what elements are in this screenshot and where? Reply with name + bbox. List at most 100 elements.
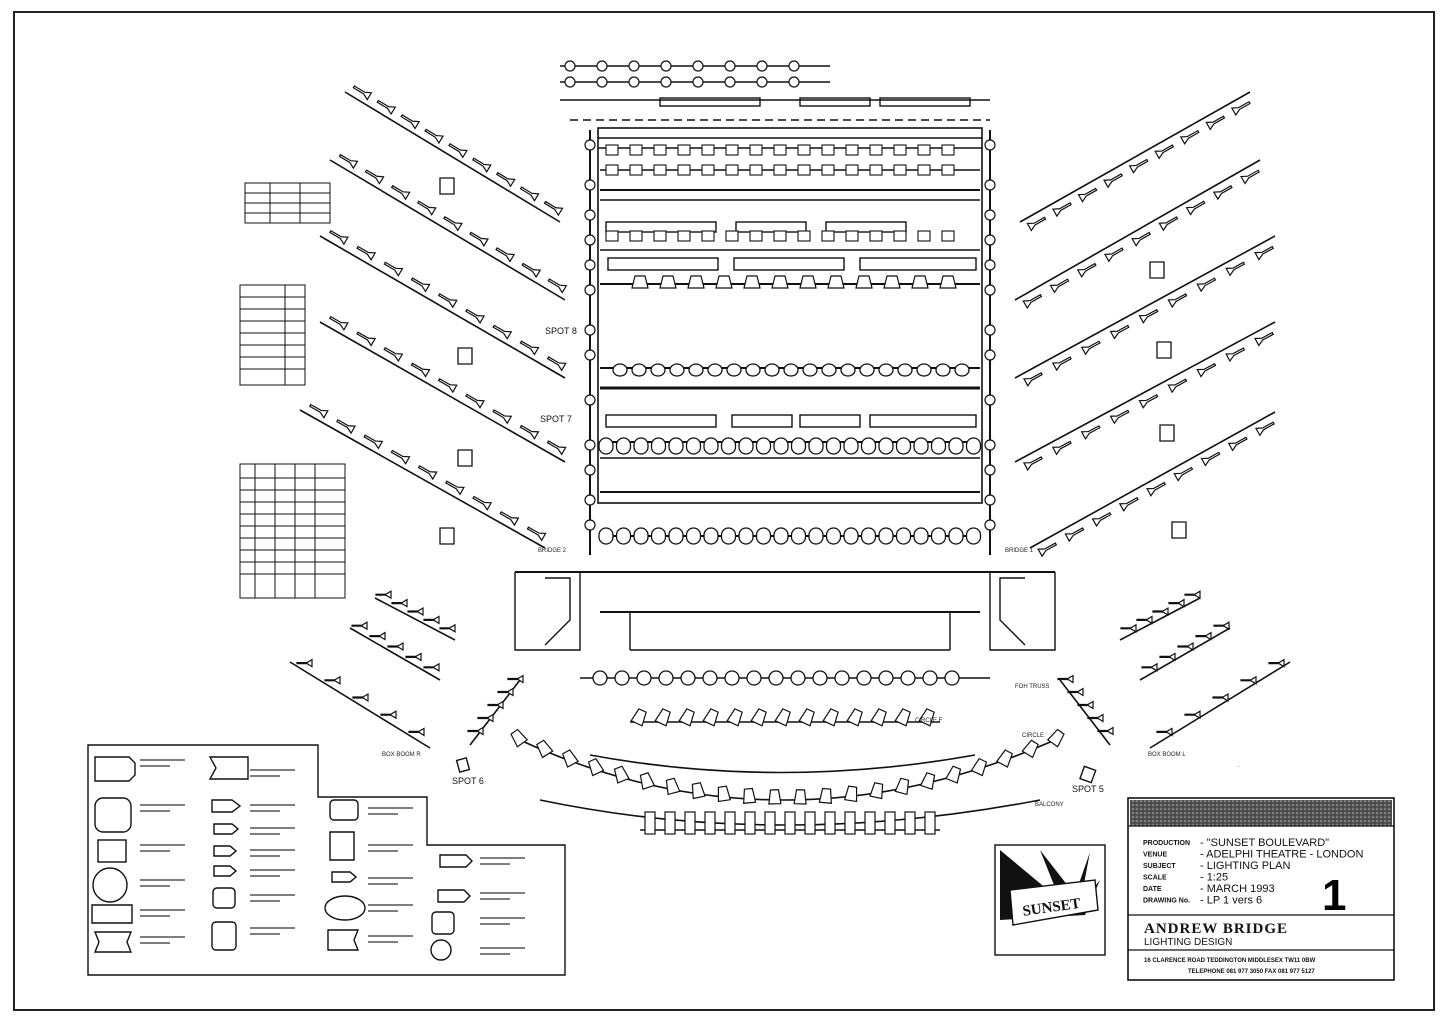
boom-lamp [1026, 216, 1047, 232]
stage-lamp [738, 437, 754, 455]
boom-lamp [1037, 542, 1058, 558]
stage-lamp [677, 230, 691, 242]
boom-lamp [984, 259, 996, 271]
stage-lamp [743, 275, 761, 289]
boom-lamp [499, 511, 520, 527]
foh-lamp [1046, 728, 1065, 748]
slot-lamp [1077, 700, 1094, 710]
stage-lamp [773, 144, 787, 156]
stage-lamp [598, 527, 614, 545]
stage-lamp [715, 275, 733, 289]
foh-lamp [768, 670, 784, 686]
designer-name: ANDREW BRIDGE [1144, 921, 1288, 937]
boom-lamp [584, 439, 596, 451]
title-block-value: - "SUNSET BOULEVARD" [1200, 837, 1329, 849]
boom-lamp [584, 464, 596, 476]
slot-lamp [296, 658, 313, 668]
stage-lamp [615, 527, 632, 545]
stage-lamp [720, 437, 737, 455]
stage-lamp [895, 527, 912, 545]
title-block-label: SUBJECT [1143, 863, 1176, 870]
stage-lamp [726, 363, 742, 377]
foh-lamp [970, 757, 988, 777]
boom-lamp [1080, 425, 1101, 440]
foh-lamp [924, 811, 936, 835]
stage-lamp [677, 144, 691, 156]
boom-lamp [1225, 261, 1246, 277]
top-lamp [596, 76, 608, 88]
stage-lamp [629, 164, 643, 176]
boom-lamp [308, 403, 329, 419]
top-lamp [596, 60, 608, 72]
foh-lamp [793, 789, 807, 805]
boom-lamp [984, 439, 996, 451]
boom-lamp [1109, 409, 1130, 425]
stage-lamp [725, 144, 739, 156]
top-lamp [628, 76, 640, 88]
title-block-label: SCALE [1143, 875, 1167, 882]
circle-label: CIRCLE [1022, 733, 1044, 739]
boom-lamp [390, 449, 411, 465]
boom-lamp [383, 261, 404, 277]
boom-lamp [984, 519, 996, 531]
stage-lamp [893, 164, 907, 176]
stage-lamp [821, 363, 837, 377]
boom-lamp [1240, 169, 1260, 185]
boom-lamp [1146, 481, 1167, 497]
boom-lamp [984, 494, 996, 506]
stage-lamp [797, 164, 811, 176]
foh-lamp [818, 787, 832, 804]
foh-lamp [764, 811, 776, 835]
boom-lamp [328, 315, 349, 332]
stage-lamp [808, 437, 824, 455]
foh-lamp [784, 811, 796, 835]
stage-lamp [773, 437, 789, 455]
stage-lamp [615, 437, 632, 455]
boom-lamp [437, 293, 458, 309]
foh-lamp [691, 782, 706, 800]
boom-lamp [526, 526, 547, 542]
foh-lamp [587, 757, 605, 777]
boom-lamp [465, 308, 486, 325]
slot-lamp [477, 713, 494, 723]
stage-lamp [821, 164, 835, 176]
boom-lamp [364, 169, 385, 185]
boom-lamp [1051, 356, 1072, 372]
slot-lamp [1120, 623, 1137, 633]
stage-lamp [773, 527, 789, 545]
foh-lamp [798, 708, 815, 727]
foh-lamp [658, 670, 674, 686]
stage-lamp [808, 527, 824, 545]
slot-lamp [1097, 726, 1114, 736]
slot-lamp [1057, 674, 1074, 684]
stage-lamp [633, 527, 649, 545]
slot-lamp [324, 675, 341, 685]
boom-lamp [546, 356, 567, 372]
stage-lamp [948, 437, 964, 455]
boom-lamp [584, 394, 596, 406]
stage-lamp [930, 437, 947, 455]
boom-lamp [492, 409, 513, 425]
boom-lamp [984, 234, 996, 246]
boom-lamp [1254, 421, 1275, 437]
boom-lamp [1196, 362, 1217, 378]
boom-lamp [338, 153, 359, 170]
designer-telephone: TELEPHONE 081 977 3050 FAX 081 977 5127 [1188, 969, 1315, 975]
foh-lamp [918, 708, 935, 727]
stage-lamp [965, 437, 982, 455]
foh-lamp [869, 782, 884, 800]
boom-lamp [1103, 247, 1124, 263]
boom-lamp [465, 393, 485, 409]
boom-lamp [410, 277, 431, 293]
spot-5: SPOT 5 [1072, 765, 1104, 794]
foh-lamp [1021, 739, 1039, 759]
stage-lamp [771, 275, 789, 289]
boom-lamp [584, 234, 596, 246]
stage-lamp [941, 164, 955, 176]
foh-lamp [822, 708, 839, 727]
stage-lamp [878, 363, 894, 377]
slot-lamp [497, 687, 514, 697]
slot-lamp [1240, 675, 1257, 685]
foh-lamp [944, 670, 960, 686]
floating-lamp [439, 177, 455, 195]
